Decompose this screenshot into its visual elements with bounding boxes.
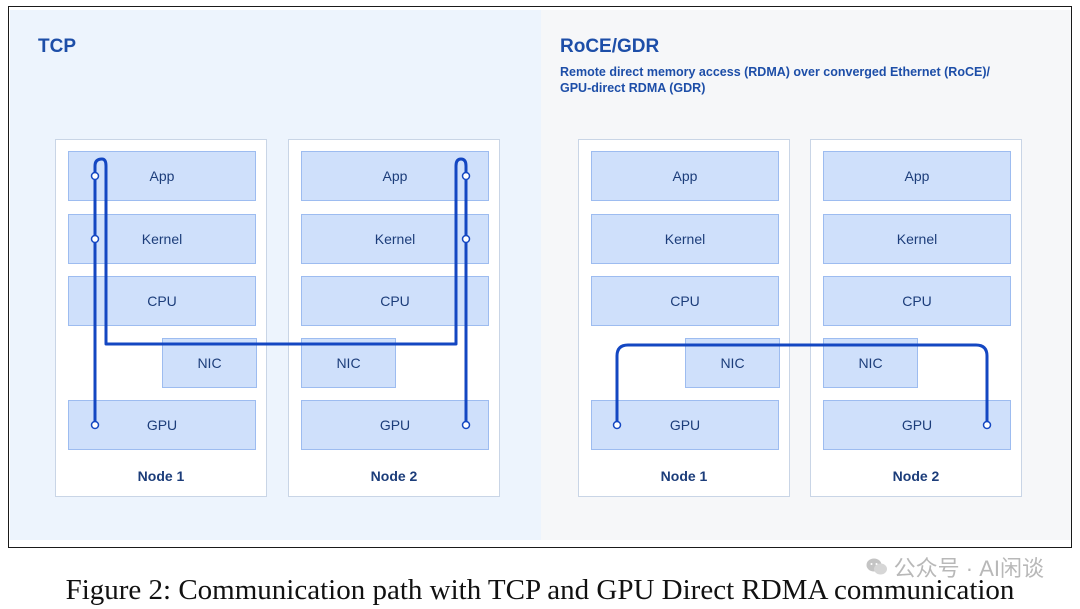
tcp-node1-cpu: CPU	[68, 276, 256, 326]
tcp-node2-cpu: CPU	[301, 276, 489, 326]
roce-node1-app: App	[591, 151, 779, 201]
tcp-node1-nic: NIC	[162, 338, 257, 388]
roce-node2-cpu: CPU	[823, 276, 1011, 326]
layer-label: GPU	[379, 417, 411, 433]
tcp-node2-app-dot	[461, 171, 471, 181]
layer-label: NIC	[197, 355, 222, 371]
roce-subtitle: Remote direct memory access (RDMA) over …	[560, 64, 1060, 96]
layer-label: NIC	[858, 355, 883, 371]
tcp-node1-gpu: GPU	[68, 400, 256, 450]
layer-label: App	[904, 168, 930, 184]
tcp-node2-kernel: Kernel	[301, 214, 489, 264]
tcp-node2-gpu-dot	[461, 420, 471, 430]
tcp-title: TCP	[38, 36, 76, 57]
layer-label: App	[672, 168, 698, 184]
wechat-icon	[866, 558, 887, 575]
tcp-node1-kernel-dot	[90, 234, 100, 244]
tcp-node2-label: Node 2	[370, 468, 418, 484]
layer-label: GPU	[901, 417, 933, 433]
tcp-path	[93, 157, 468, 427]
tcp-node1-label: Node 1	[137, 468, 185, 484]
layer-label: App	[382, 168, 408, 184]
tcp-node1-app-dot	[90, 171, 100, 181]
layer-label: Kernel	[374, 231, 416, 247]
layer-label: App	[149, 168, 175, 184]
tcp-node2-gpu: GPU	[301, 400, 489, 450]
layer-label: GPU	[146, 417, 178, 433]
roce-node1-kernel: Kernel	[591, 214, 779, 264]
roce-path	[615, 343, 989, 427]
figure-caption: Figure 2: Communication path with TCP an…	[65, 574, 1015, 606]
watermark-text: 公众号 · AI闲谈	[893, 556, 1044, 581]
layer-label: Kernel	[664, 231, 706, 247]
layer-label: CPU	[147, 293, 177, 309]
tcp-node1-gpu-dot	[90, 420, 100, 430]
layer-label: NIC	[336, 355, 361, 371]
roce-node2-gpu-dot	[982, 420, 992, 430]
layer-label: CPU	[902, 293, 932, 309]
roce-node2-gpu: GPU	[823, 400, 1011, 450]
roce-subtitle-line1: Remote direct memory access (RDMA) over …	[560, 65, 990, 79]
layer-label: CPU	[380, 293, 410, 309]
layer-label: GPU	[669, 417, 701, 433]
roce-node1-cpu: CPU	[591, 276, 779, 326]
tcp-node2-kernel-dot	[461, 234, 471, 244]
layer-label: Kernel	[896, 231, 938, 247]
roce-node2-app: App	[823, 151, 1011, 201]
roce-node1-gpu: GPU	[591, 400, 779, 450]
tcp-node2-nic: NIC	[301, 338, 396, 388]
tcp-node1-kernel: Kernel	[68, 214, 256, 264]
layer-label: Kernel	[141, 231, 183, 247]
layer-label: CPU	[670, 293, 700, 309]
layer-label: NIC	[720, 355, 745, 371]
roce-node2-label: Node 2	[892, 468, 940, 484]
roce-node1-label: Node 1	[660, 468, 708, 484]
roce-node1-gpu-dot	[612, 420, 622, 430]
watermark: 公众号 · AI闲谈	[866, 551, 1044, 583]
roce-node2-kernel: Kernel	[823, 214, 1011, 264]
roce-subtitle-line2: GPU-direct RDMA (GDR)	[560, 81, 706, 95]
roce-title: RoCE/GDR	[560, 36, 660, 57]
